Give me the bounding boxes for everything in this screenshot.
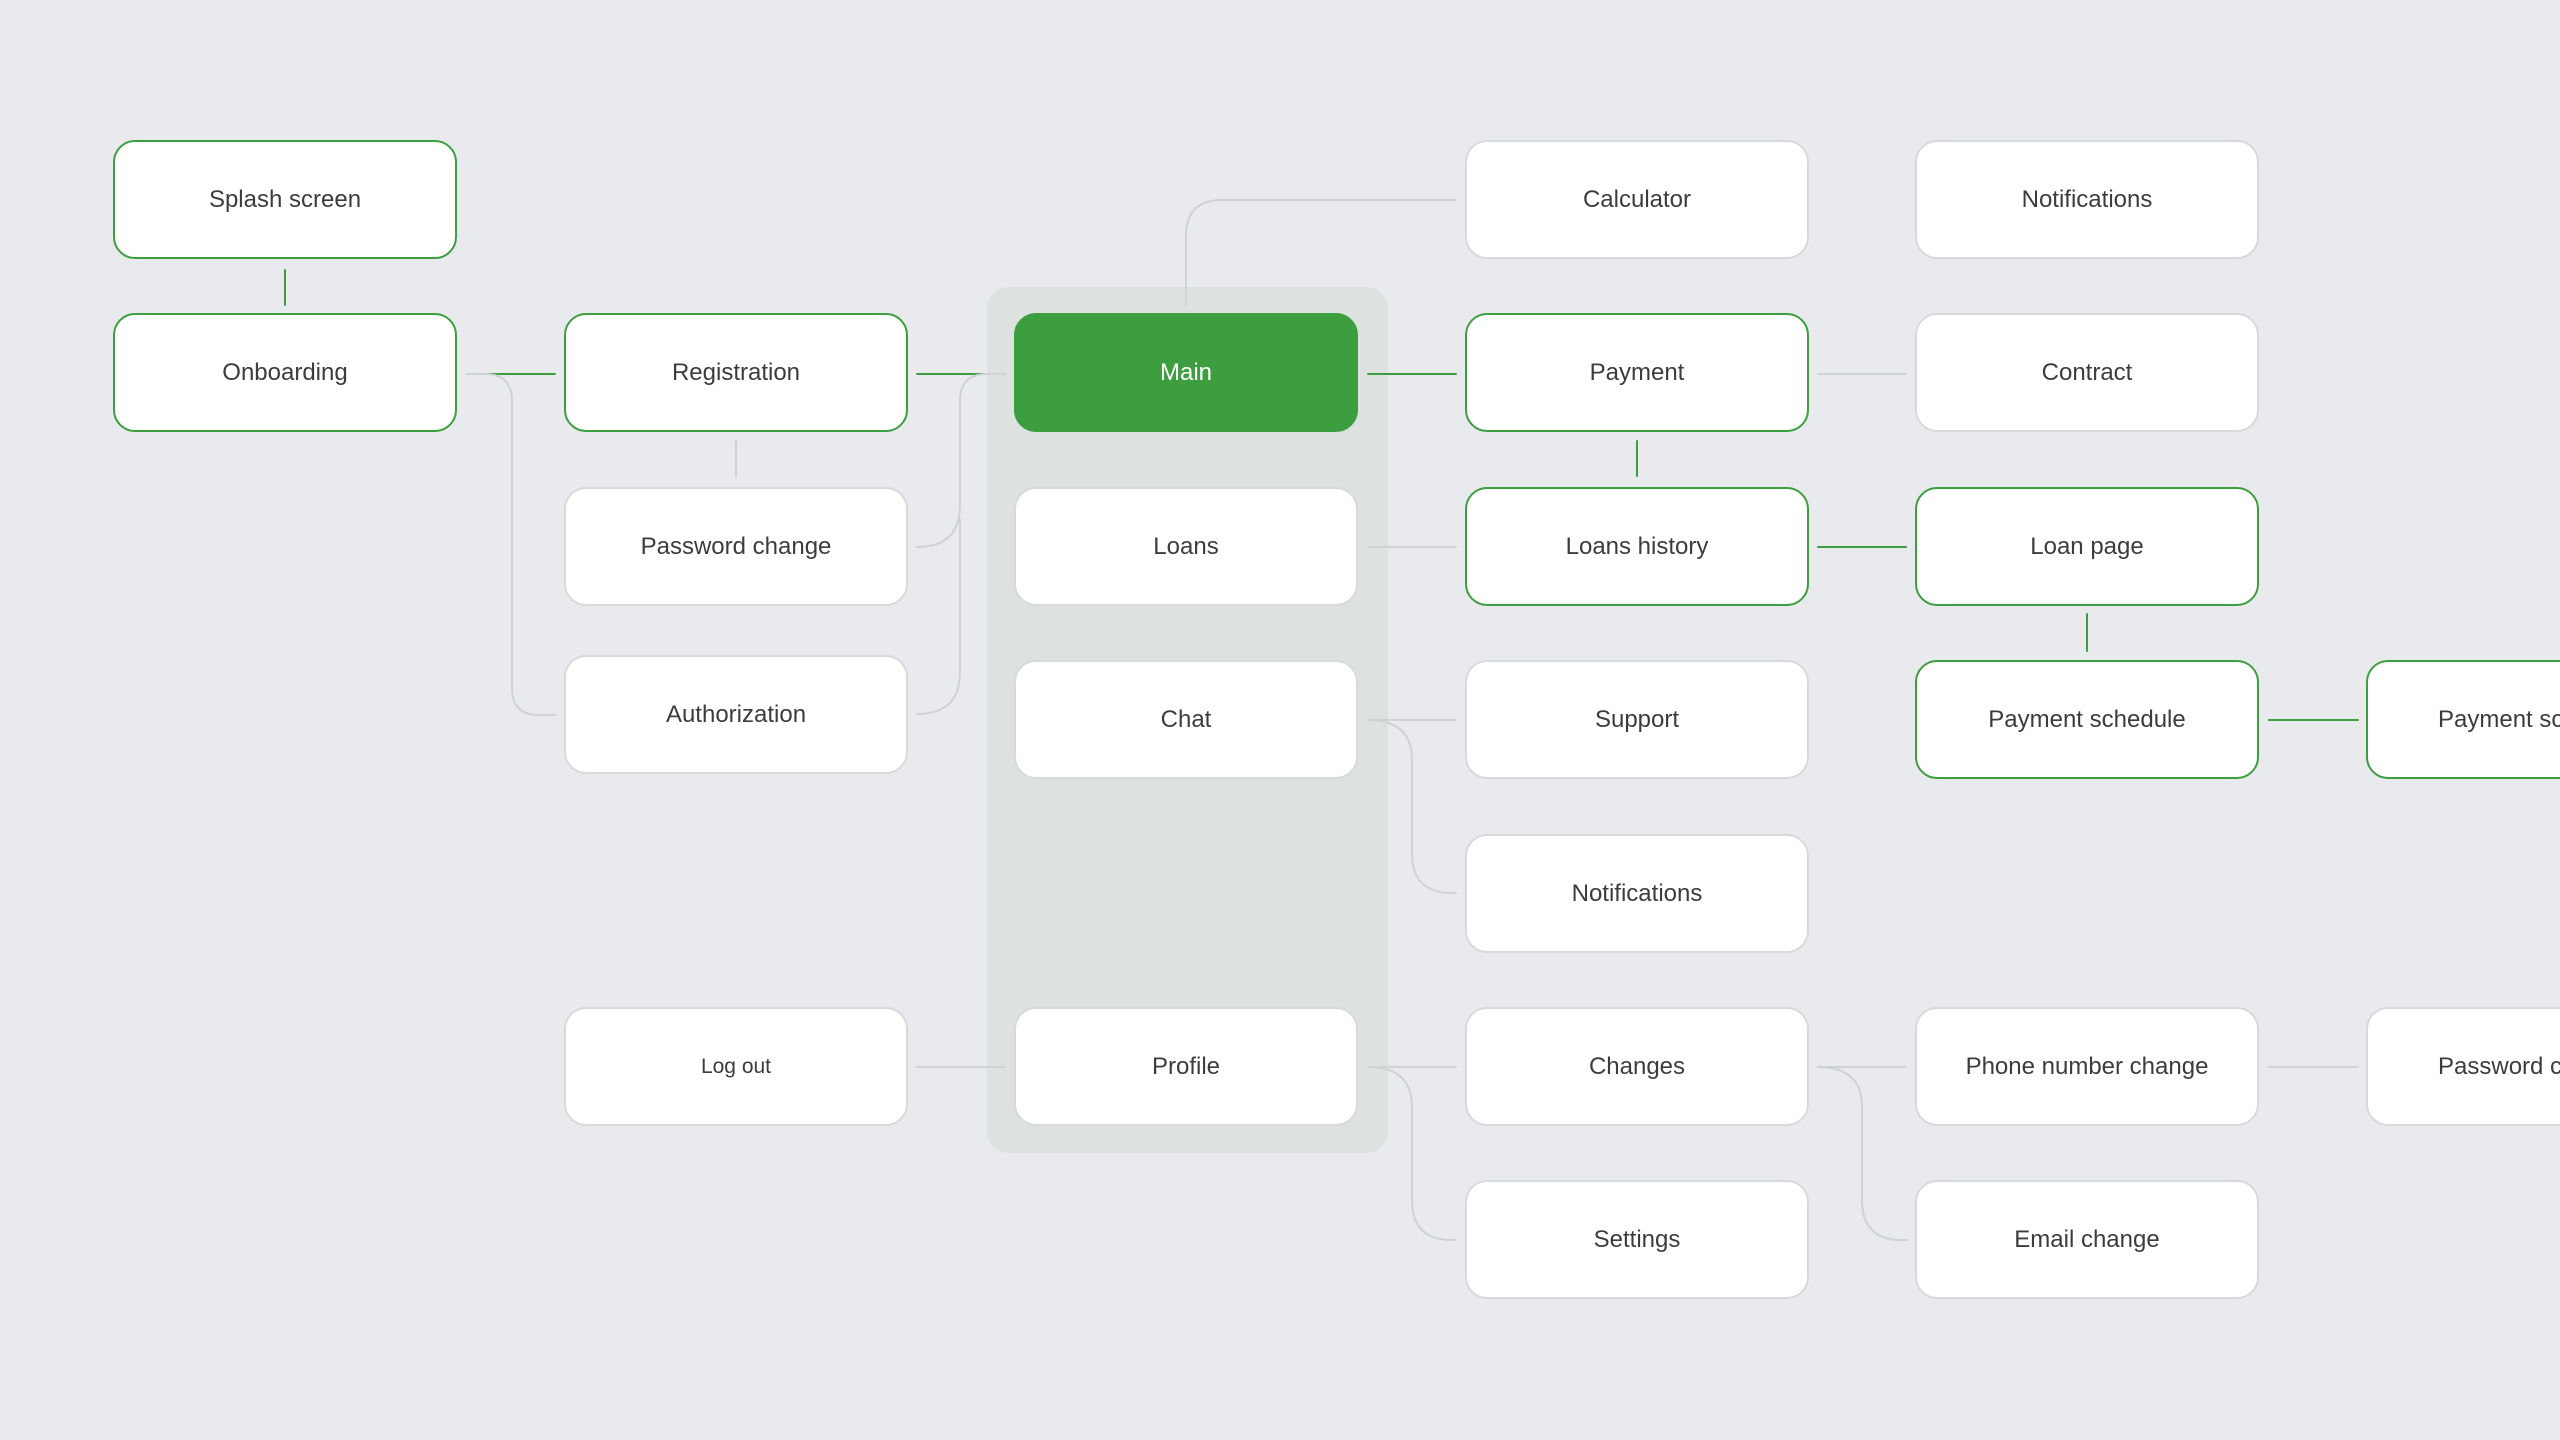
node-label: Changes <box>1588 1052 1686 1080</box>
node-contract[interactable]: Contract <box>1915 313 2259 432</box>
node-label: Support <box>1594 705 1680 733</box>
node-main[interactable]: Main <box>1014 313 1358 432</box>
node-label: Log out <box>700 1054 772 1078</box>
node-label: Payment sc <box>2438 705 2560 733</box>
node-label: Loans <box>1153 532 1219 560</box>
node-calculator[interactable]: Calculator <box>1465 140 1809 259</box>
node-label: Settings <box>1593 1225 1681 1253</box>
node-label: Splash screen <box>208 185 362 213</box>
node-support[interactable]: Support <box>1465 660 1809 779</box>
node-loans[interactable]: Loans <box>1014 487 1358 606</box>
node-label: Password c <box>2438 1052 2560 1080</box>
node-label: Payment schedule <box>1988 705 2186 733</box>
link-changes-email <box>1817 1066 1907 1241</box>
link-chat-notifications <box>1367 719 1457 894</box>
node-chat[interactable]: Chat <box>1014 660 1358 779</box>
node-label: Profile <box>1151 1052 1221 1080</box>
node-changes[interactable]: Changes <box>1465 1007 1809 1126</box>
node-notifications-top[interactable]: Notifications <box>1915 140 2259 259</box>
link-password-main <box>916 373 1006 548</box>
node-authorization[interactable]: Authorization <box>564 655 908 774</box>
node-payment[interactable]: Payment <box>1465 313 1809 432</box>
node-payment-schedule-next[interactable]: Payment sc <box>2366 660 2560 779</box>
node-email-change[interactable]: Email change <box>1915 1180 2259 1299</box>
node-password-change[interactable]: Password change <box>564 487 908 606</box>
node-label: Payment <box>1589 358 1685 386</box>
node-label: Authorization <box>665 700 807 728</box>
link-main-calculator <box>1185 199 1457 306</box>
node-loan-page[interactable]: Loan page <box>1915 487 2259 606</box>
node-label: Email change <box>2014 1225 2160 1253</box>
node-profile[interactable]: Profile <box>1014 1007 1358 1126</box>
node-payment-schedule[interactable]: Payment schedule <box>1915 660 2259 779</box>
node-settings[interactable]: Settings <box>1465 1180 1809 1299</box>
node-onboarding[interactable]: Onboarding <box>113 313 457 432</box>
node-notifications-chat[interactable]: Notifications <box>1465 834 1809 953</box>
node-label: Registration <box>671 358 801 386</box>
node-label: Notifications <box>1571 879 1703 907</box>
node-label: Chat <box>1160 705 1212 733</box>
node-label: Password change <box>640 532 832 560</box>
node-label: Calculator <box>1582 185 1692 213</box>
node-registration[interactable]: Registration <box>564 313 908 432</box>
node-splash-screen[interactable]: Splash screen <box>113 140 457 259</box>
node-label: Loan page <box>2030 532 2144 560</box>
node-label: Loans history <box>1565 532 1709 560</box>
node-log-out[interactable]: Log out <box>564 1007 908 1126</box>
node-label: Phone number change <box>1965 1052 2209 1080</box>
link-authorization-main <box>916 519 961 715</box>
node-label: Onboarding <box>222 358 348 386</box>
node-label: Notifications <box>2021 185 2153 213</box>
node-loans-history[interactable]: Loans history <box>1465 487 1809 606</box>
node-label: Main <box>1159 358 1213 386</box>
node-phone-number-change[interactable]: Phone number change <box>1915 1007 2259 1126</box>
node-password-change-next[interactable]: Password c <box>2366 1007 2560 1126</box>
node-label: Contract <box>2041 358 2133 386</box>
link-onboarding-authorization <box>466 373 556 716</box>
link-profile-settings <box>1367 1066 1457 1241</box>
